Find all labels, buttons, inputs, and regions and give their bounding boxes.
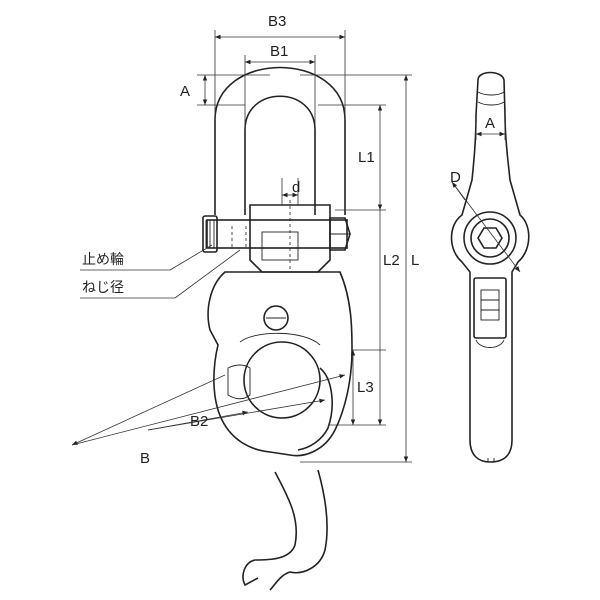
label-l2: L2: [383, 252, 400, 269]
dimensions-front: B3 B1 A L L1 L2 L3 d: [71, 13, 419, 467]
label-b: B: [140, 450, 150, 467]
hook-latch: [297, 367, 333, 451]
label-screw-diameter: ねじ径: [82, 280, 124, 296]
side-view: A D: [450, 71, 530, 463]
label-a-front: A: [180, 83, 190, 100]
label-b2: B2: [190, 413, 208, 430]
bolt-pin: [206, 219, 348, 249]
label-stop-ring: 止め輪: [82, 251, 124, 268]
front-view: [202, 66, 353, 591]
side-swivel-ring: [463, 211, 517, 265]
swivel-screw: [263, 305, 289, 331]
label-l3: L3: [357, 379, 374, 396]
hook-eye: [243, 341, 321, 419]
hook-body: [207, 271, 353, 457]
label-d-big: D: [450, 169, 461, 186]
shackle-inner: [244, 95, 316, 215]
shackle-outer: [214, 66, 346, 215]
rope: [242, 471, 298, 587]
label-l1: L1: [358, 149, 375, 166]
label-b3: B3: [268, 13, 286, 30]
label-l: L: [411, 252, 419, 269]
stop-ring: [202, 215, 218, 253]
label-a-side: A: [485, 115, 495, 132]
side-hex-socket: [477, 227, 503, 249]
label-d-small: d: [292, 179, 300, 196]
label-b1: B1: [270, 43, 288, 60]
